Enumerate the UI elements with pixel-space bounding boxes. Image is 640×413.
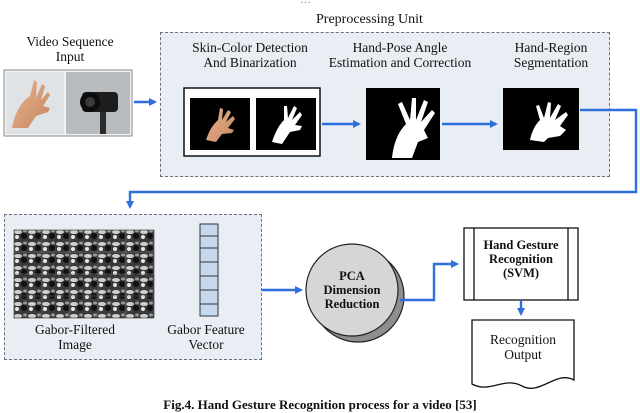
segmentation-image xyxy=(503,88,579,150)
flow-arrows xyxy=(126,98,638,316)
skin-detection-label-line2: And Binarization xyxy=(203,55,297,71)
svm-label: Hand Gesture Recognition (SVM) xyxy=(476,238,566,280)
gabor-feature-vector xyxy=(199,223,219,317)
svm-label-line1: Hand Gesture xyxy=(483,238,559,252)
gabor-image-label: Gabor-Filtered Image xyxy=(20,322,130,352)
output-label-line1: Recognition xyxy=(490,332,556,347)
segmentation-label-line2: Segmentation xyxy=(513,55,589,71)
pca-label-line1: PCA xyxy=(339,269,365,283)
figure-caption: Fig.4. Hand Gesture Recognition process … xyxy=(163,397,477,412)
segmentation-label: Hand-Region Segmentation xyxy=(496,40,606,70)
gabor-vector-label-line2: Vector xyxy=(188,337,224,353)
angle-correction-image xyxy=(366,88,440,160)
gabor-vector-label-line1: Gabor Feature xyxy=(167,322,245,337)
video-input-label-line2: Input xyxy=(55,49,85,65)
pca-label: PCA Dimension Reduction xyxy=(310,269,394,311)
gabor-vector-label: Gabor Feature Vector xyxy=(150,322,262,352)
segmentation-label-line1: Hand-Region xyxy=(514,40,588,55)
skin-detection-images xyxy=(183,87,321,157)
svm-node xyxy=(463,227,579,301)
angle-estimation-label-line1: Hand-Pose Angle xyxy=(352,40,448,55)
gabor-filtered-image xyxy=(13,229,155,319)
svm-label-line2: Recognition xyxy=(489,252,553,266)
recognition-output-node xyxy=(471,319,575,389)
pca-label-line2: Dimension xyxy=(323,283,381,297)
gabor-image-label-line2: Image xyxy=(58,337,92,353)
preprocessing-title: Preprocessing Unit xyxy=(316,12,423,27)
skin-detection-label-line1: Skin-Color Detection xyxy=(192,40,308,55)
arrow-segmentation-to-gabor xyxy=(126,108,638,209)
angle-estimation-label: Hand-Pose Angle Estimation and Correctio… xyxy=(325,40,475,70)
output-label-line2: Output xyxy=(504,347,542,363)
video-input-label-line1: Video Sequence xyxy=(26,34,114,49)
arrow-pca-to-svm xyxy=(400,260,459,302)
header-fragment: … xyxy=(300,0,311,6)
video-frame-image xyxy=(3,69,133,137)
pca-node xyxy=(305,243,405,343)
pca-label-line3: Reduction xyxy=(324,297,380,311)
output-label: Recognition Output xyxy=(474,332,572,362)
angle-estimation-label-line2: Estimation and Correction xyxy=(328,55,472,71)
video-input-label: Video Sequence Input xyxy=(10,34,130,64)
skin-detection-label: Skin-Color Detection And Binarization xyxy=(180,40,320,70)
svm-label-line3: (SVM) xyxy=(502,266,540,280)
gabor-image-label-line1: Gabor-Filtered xyxy=(35,322,115,337)
